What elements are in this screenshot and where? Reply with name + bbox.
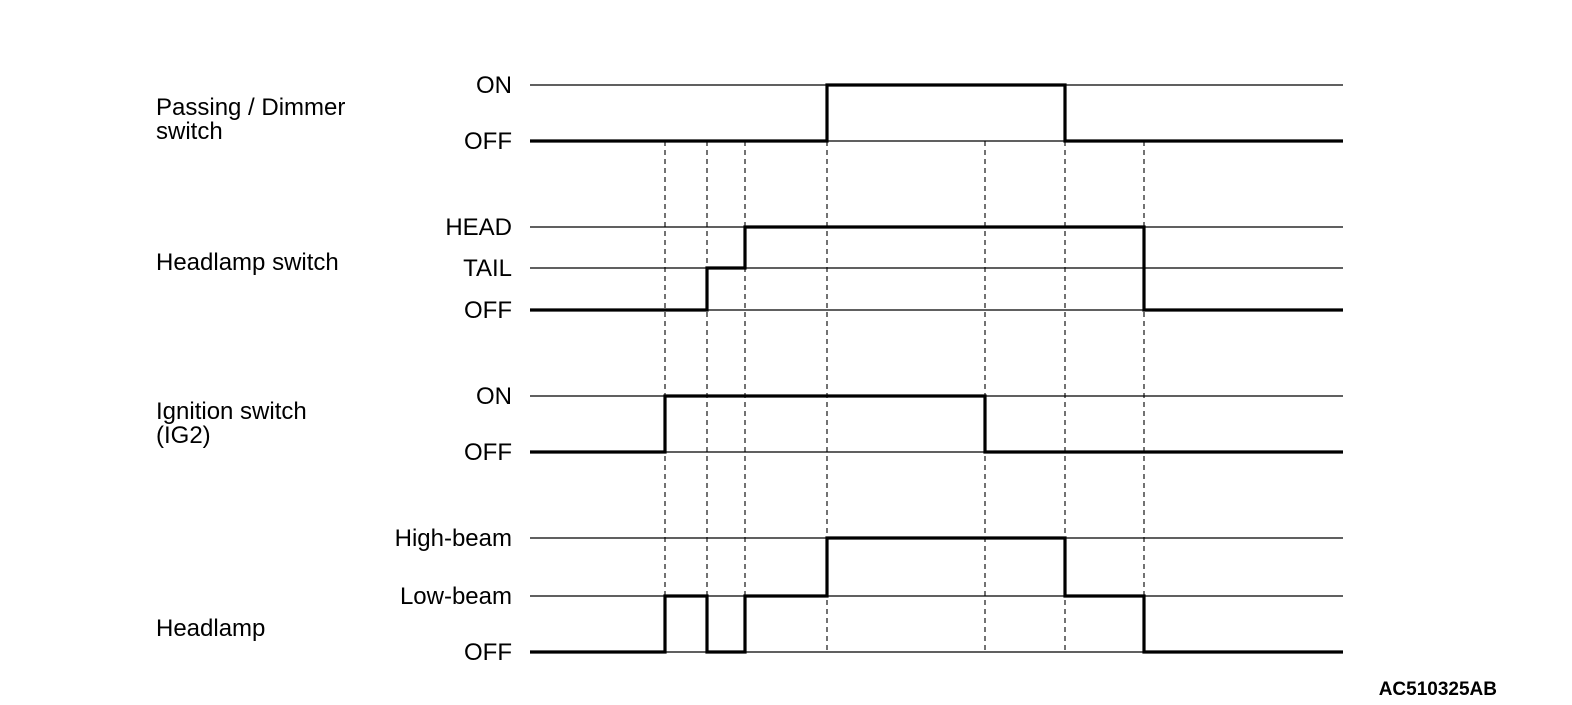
signal-label-line: Passing / Dimmer (156, 94, 345, 121)
waveform-1 (530, 225, 1343, 312)
signal-label-line: Ignition switch (156, 398, 307, 425)
signal-label-line: switch (156, 118, 223, 145)
level-label: TAIL (463, 255, 512, 282)
signal-label-line: Headlamp switch (156, 249, 339, 276)
level-labels: ONOFFHEADTAILOFFONOFFHigh-beamLow-beamOF… (395, 72, 512, 666)
reference-lines (530, 84, 1343, 653)
signal-label-2: Ignition switch(IG2) (156, 398, 307, 449)
level-label: Low-beam (400, 583, 512, 610)
level-label: OFF (464, 128, 512, 155)
level-label: High-beam (395, 525, 512, 552)
waveform-2 (530, 394, 1343, 454)
level-label: ON (476, 72, 512, 99)
signal-label-line: Headlamp (156, 615, 265, 642)
level-label: OFF (464, 439, 512, 466)
signal-label-3: Headlamp (156, 615, 265, 642)
level-label: OFF (464, 297, 512, 324)
waveform-0 (530, 83, 1343, 143)
diagram-code: AC510325AB (1379, 679, 1497, 700)
level-label: OFF (464, 639, 512, 666)
waveform-3 (530, 536, 1343, 654)
signal-label-line: (IG2) (156, 422, 211, 449)
level-label: HEAD (445, 214, 512, 241)
level-label: ON (476, 383, 512, 410)
signal-label-1: Headlamp switch (156, 249, 339, 276)
waveforms (530, 83, 1343, 654)
